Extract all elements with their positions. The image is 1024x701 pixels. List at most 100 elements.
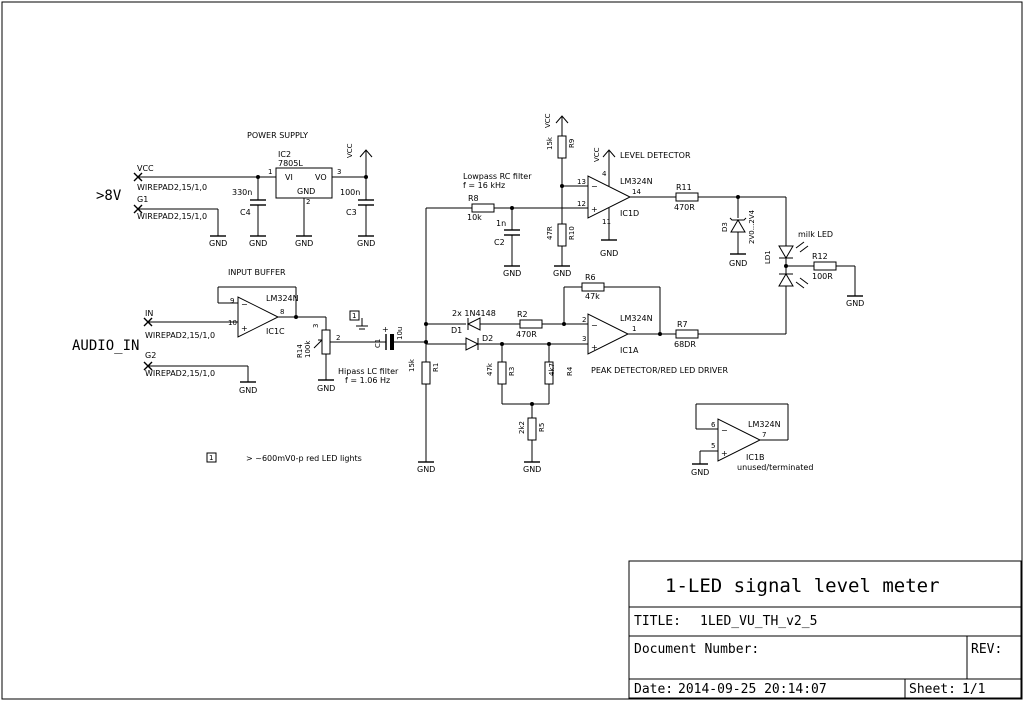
c2-label: C2	[494, 238, 505, 247]
r11-label: R11	[676, 183, 692, 192]
vcc-symbol-power: VCC	[346, 143, 373, 160]
sheet-value: 1/1	[962, 682, 985, 697]
c4-value: 330n	[232, 188, 252, 197]
ic1c-label: IC1C	[266, 327, 285, 336]
vcc-net-label: VCC	[346, 143, 354, 158]
ic2-vi-pin: VI	[285, 173, 293, 182]
resistor-r3	[497, 361, 507, 385]
ic1b-pin5: 5	[711, 442, 715, 450]
gnd-symbol-c4: GND	[249, 235, 267, 248]
ic2-gnd-pin: GND	[297, 187, 315, 196]
power-supply-heading: POWER SUPPLY	[247, 131, 308, 140]
gnd-label: GND	[317, 384, 335, 393]
audio-input-label: AUDIO_IN	[72, 338, 139, 354]
gnd-symbol-ic1d: GND	[600, 239, 618, 258]
input-buffer-heading: INPUT BUFFER	[228, 268, 286, 277]
ic1c-noninverting: +	[241, 324, 248, 333]
opamp-ic1d: − + LM324N IC1D 13 12 14 4 11	[577, 160, 653, 240]
ic1d-label: IC1D	[620, 209, 639, 218]
gnd-label: GND	[691, 468, 709, 477]
r14-pin3: 3	[312, 324, 320, 328]
d3-value: 2V0...2V4	[748, 209, 756, 244]
r10-label: R10	[568, 226, 576, 240]
resistor-r9	[557, 135, 567, 159]
level-detector-heading: LEVEL DETECTOR	[620, 151, 691, 160]
ic1a-pin2: 2	[582, 316, 586, 324]
r2-value: 470R	[516, 330, 537, 339]
r5-label: R5	[538, 423, 546, 432]
r12-value: 100R	[812, 272, 833, 281]
input-buffer-section: INPUT BUFFER IN WIREPAD2,15/1,0 AUDIO_IN…	[72, 268, 426, 395]
ic1b-noninverting: +	[721, 449, 728, 458]
vcc-net-label: VCC	[593, 147, 601, 162]
title-value: 1LED_VU_TH_v2_5	[700, 614, 817, 629]
gnd-label: GND	[600, 249, 618, 258]
document-number-label: Document Number:	[634, 642, 759, 657]
gnd-label: GND	[417, 465, 435, 474]
vcc-symbol-r9: VCC	[544, 113, 569, 128]
gnd-label: GND	[729, 259, 747, 268]
r4-value: 4k7	[548, 363, 556, 376]
ic1b-pin7: 7	[762, 431, 766, 439]
gnd-symbol-r5: GND	[523, 461, 541, 474]
level-detector-section: Lowpass RC filter f = 16 kHz LEVEL DETEC…	[426, 113, 787, 278]
vcc-connector: VCC WIREPAD2,15/1,0	[133, 164, 207, 192]
r2-label: R2	[517, 310, 528, 319]
r7-value: 68DR	[674, 340, 696, 349]
gnd-label: GND	[846, 299, 864, 308]
c1-label: C1	[374, 339, 382, 348]
peak-detector-section: PEAK DETECTOR/RED LED DRIVER 2x 1N4148 D…	[426, 273, 786, 474]
led-ld1: milk LED LD1 R12 100R GND	[764, 230, 864, 334]
vcc-connector-pad: WIREPAD2,15/1,0	[137, 183, 207, 192]
gnd-symbol-r10: GND	[553, 265, 571, 278]
diode-d2: D2	[465, 334, 493, 351]
g2-connector-pad: WIREPAD2,15/1,0	[145, 369, 215, 378]
vcc-net-label: VCC	[544, 113, 552, 128]
ic1c-pin9: 9	[230, 297, 234, 305]
ic1a-noninverting: +	[591, 343, 598, 352]
title-block: 1-LED signal level meter TITLE: 1LED_VU_…	[628, 560, 1022, 699]
ld1-label: LD1	[764, 250, 772, 264]
ic2-vo-pin: VO	[315, 173, 327, 182]
ic1a-inverting: −	[591, 321, 598, 330]
d3-label: D3	[721, 222, 729, 232]
gnd-label: GND	[357, 239, 375, 248]
gnd-symbol-g2: GND	[239, 381, 257, 395]
c4-label: C4	[240, 208, 251, 217]
resistor-r7	[675, 329, 699, 339]
diodes-label: 2x 1N4148	[452, 309, 496, 318]
title-label: TITLE:	[634, 614, 681, 629]
sheet-heading: 1-LED signal level meter	[665, 575, 940, 597]
gnd-label: GND	[209, 239, 227, 248]
ic1d-pin14: 14	[632, 188, 641, 196]
r3-value: 47k	[486, 362, 494, 376]
resistor-r1	[421, 361, 431, 385]
resistor-r8	[471, 203, 495, 213]
g1-connector: G1 WIREPAD2,15/1,0	[133, 195, 207, 221]
ic1d-pin12: 12	[577, 200, 586, 208]
r1-label: R1	[432, 363, 440, 372]
r4-label: R4	[566, 366, 574, 376]
supply-input-label: >8V	[96, 188, 122, 204]
footnote-text: > ~600mV0-p red LED lights	[246, 454, 362, 463]
potentiometer-r14: R14 100k 3 2	[296, 317, 370, 380]
r9-label: R9	[568, 139, 576, 148]
r1-trunk: 15k R1 GND	[408, 208, 440, 474]
ic1a-label: IC1A	[620, 346, 639, 355]
capacitor-c1: + C1 10u	[370, 325, 426, 350]
opamp-ic1c: − + LM324N IC1C 9 10 8	[228, 294, 299, 338]
c3-value: 100n	[340, 188, 360, 197]
gnd-symbol-ic2: GND	[295, 235, 313, 248]
resistor-r5	[527, 417, 537, 441]
r8-label: R8	[468, 194, 479, 203]
resistor-r11	[675, 192, 699, 202]
gnd-symbol-r14: GND	[317, 379, 335, 393]
peak-detector-heading: PEAK DETECTOR/RED LED DRIVER	[591, 366, 728, 375]
ic1b-unused-label: unused/terminated	[737, 463, 813, 472]
regulator-ic2: IC2 7805L VI VO GND 1 2 3	[268, 150, 341, 236]
capacitor-c4: 330n C4	[232, 175, 266, 236]
sheet-label: Sheet:	[909, 682, 956, 697]
footnote-marker-box	[206, 452, 217, 463]
note-marker-box	[349, 310, 360, 321]
gnd-symbol-g1: GND	[209, 235, 227, 248]
